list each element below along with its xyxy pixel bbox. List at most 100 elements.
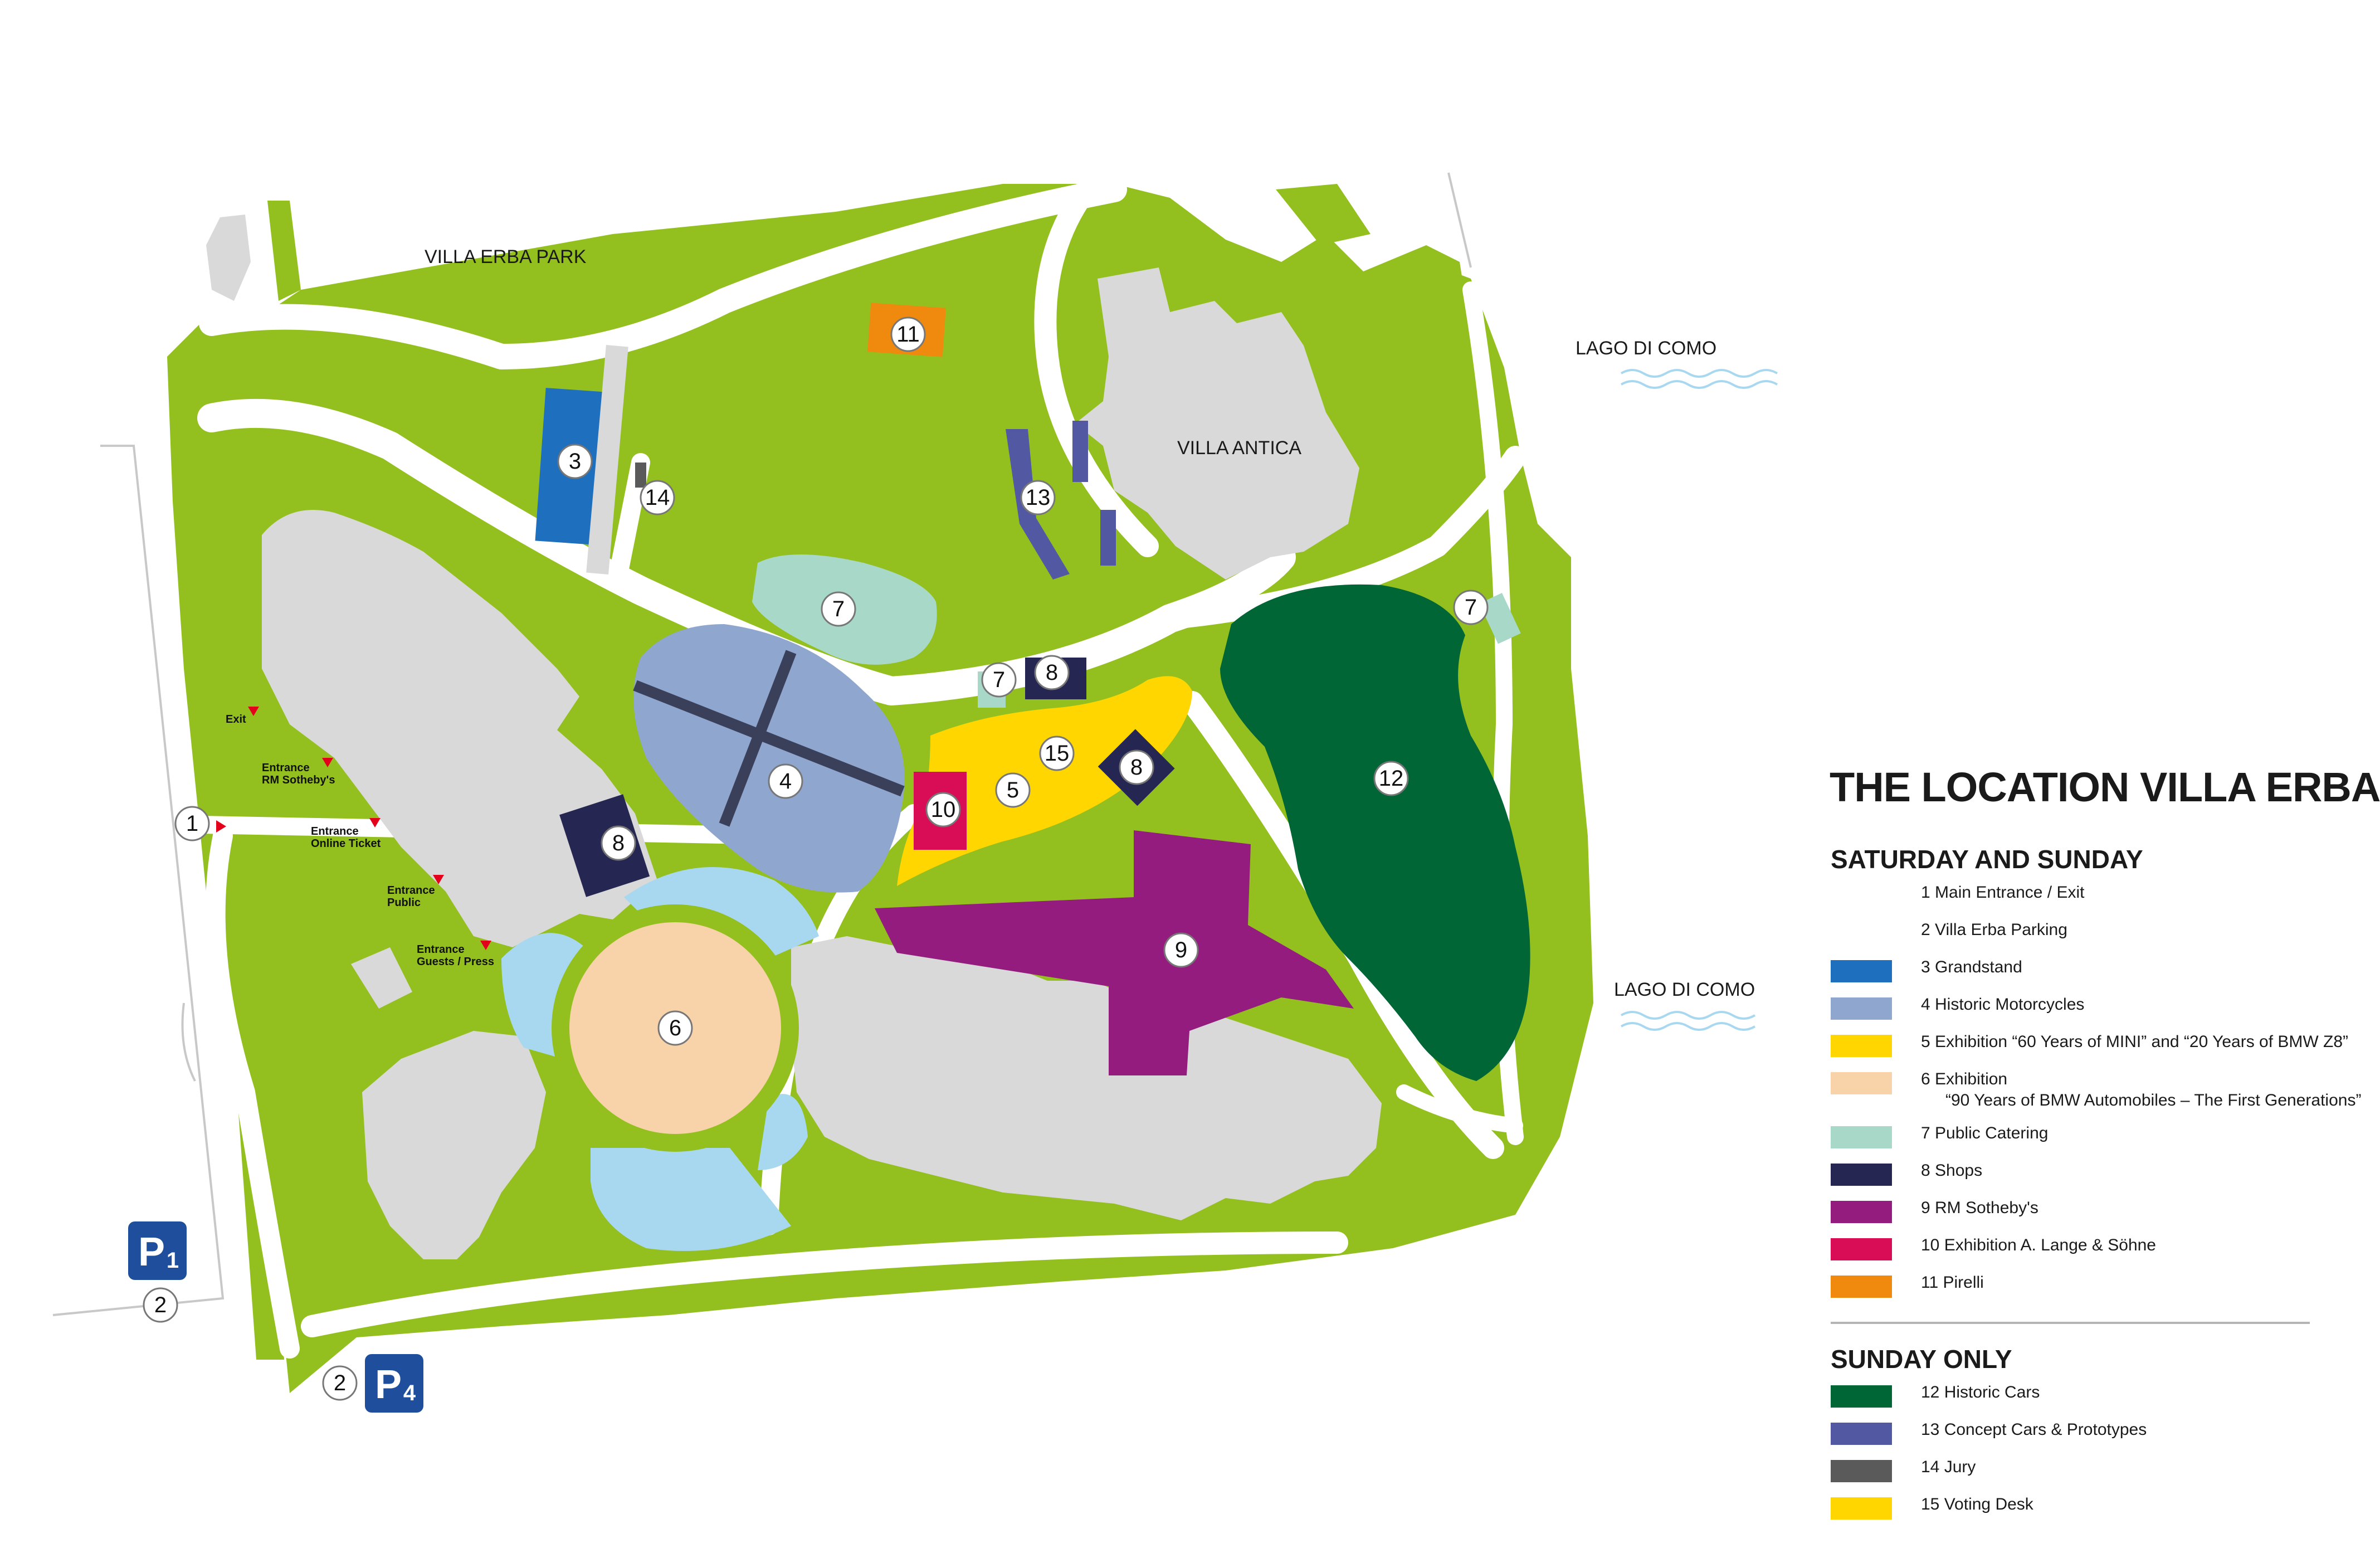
label-entrance-guests-2: Guests / Press	[417, 956, 494, 968]
park-left-strip	[184, 357, 284, 1360]
legend-item-text: 7 Public Catering	[1921, 1124, 2049, 1142]
marker-10: 10	[925, 792, 961, 827]
svg-text:2: 2	[154, 1293, 167, 1317]
legend-item: 1 Main Entrance / Exit	[1827, 882, 2318, 919]
label-lago-di-como-bottom: LAGO DI COMO	[1614, 979, 1755, 1000]
legend-item: 11 Pirelli	[1827, 1272, 2318, 1310]
legend-heading-saturday-sunday: SATURDAY AND SUNDAY	[1831, 845, 2143, 874]
legend-swatch	[1831, 1385, 1892, 1408]
legend-item-label: 13 Concept Cars & Prototypes	[1921, 1419, 2147, 1440]
venue-map: VILLA ERBA PARK VILLA ANTICA LAGO DI COM…	[0, 0, 1778, 1413]
legend-item: 7 Public Catering	[1827, 1123, 2318, 1160]
legend-item-label: 5 Exhibition “60 Years of MINI” and “20 …	[1921, 1031, 2348, 1053]
svg-text:3: 3	[569, 449, 581, 474]
entrance-arrows	[216, 707, 491, 950]
park-strip-top	[267, 201, 301, 301]
legend-item: 9 RM Sotheby's	[1827, 1197, 2318, 1235]
label-entrance-rm-1: Entrance	[262, 762, 310, 774]
legend-item-text: 2 Villa Erba Parking	[1921, 921, 2067, 939]
marker-2-p4: 2	[322, 1365, 358, 1401]
svg-text:2: 2	[334, 1371, 346, 1395]
legend-swatch	[1831, 960, 1892, 982]
legend-item: 3 Grandstand	[1827, 957, 2318, 994]
legend-item: 15 Voting Desk	[1827, 1494, 2318, 1531]
svg-text:1: 1	[186, 811, 198, 836]
zone-9-rm-sothebys	[875, 830, 1354, 1075]
markers: 1 2 2 3 4 5 6 7 7 7 8 8 8 9 10 11 12 13 …	[143, 317, 1489, 1401]
svg-text:12: 12	[1379, 766, 1404, 791]
parking-p4-sign: P 4 P4	[0, 0, 423, 1413]
legend-item-label: 6 Exhibition “90 Years of BMW Automobiles…	[1921, 1069, 2361, 1111]
water-areas	[501, 867, 819, 1251]
marker-8-north: 8	[1034, 655, 1070, 690]
legend-item-text: 13 Concept Cars & Prototypes	[1921, 1420, 2147, 1439]
legend-item: 4 Historic Motorcycles	[1827, 994, 2318, 1031]
legend-item: 13 Concept Cars & Prototypes	[1827, 1419, 2318, 1457]
marker-4: 4	[768, 763, 803, 799]
legend-swatch	[1831, 923, 1892, 945]
zone-4-cross-paths	[633, 650, 905, 827]
marker-7-small: 7	[981, 662, 1017, 698]
legend-item: 5 Exhibition “60 Years of MINI” and “20 …	[1827, 1031, 2348, 1069]
legend-swatch	[1831, 1164, 1892, 1186]
legend-swatch	[1831, 1276, 1892, 1298]
legend-swatch	[1831, 1201, 1892, 1223]
svg-text:9: 9	[1175, 938, 1187, 962]
legend-title: THE LOCATION VILLA ERBA	[1830, 764, 2380, 810]
legend-item-subtext: “90 Years of BMW Automobiles – The First…	[1945, 1091, 2362, 1109]
marker-8-west: 8	[601, 825, 636, 861]
legend-item-label: 11 Pirelli	[1921, 1272, 1984, 1293]
pool-ring-south	[591, 1148, 791, 1251]
legend-heading-sunday-only: SUNDAY ONLY	[1831, 1345, 2012, 1374]
zone-13-concept-cars-c	[1100, 510, 1116, 566]
marker-13: 13	[1020, 480, 1056, 515]
legend-item: 8 Shops	[1827, 1160, 2318, 1197]
legend-item-text: 14 Jury	[1921, 1458, 1976, 1476]
legend-item-text: 4 Historic Motorcycles	[1921, 995, 2085, 1014]
svg-text:8: 8	[1130, 755, 1143, 780]
marker-7-lake: 7	[1453, 590, 1489, 625]
label-entrance-rm-2: RM Sotheby's	[262, 774, 335, 786]
svg-text:P4: P4	[0, 0, 1, 1]
legend-item-label: 15 Voting Desk	[1921, 1494, 2033, 1515]
legend-item-label: 4 Historic Motorcycles	[1921, 994, 2084, 1015]
label-villa-antica: VILLA ANTICA	[1177, 437, 1301, 459]
legend-item: 14 Jury	[1827, 1457, 2318, 1494]
legend-item-label: 2 Villa Erba Parking	[1921, 919, 2067, 941]
legend-item-text: 1 Main Entrance / Exit	[1921, 883, 2085, 902]
svg-text:14: 14	[645, 485, 670, 510]
central-building-se	[791, 936, 1382, 1220]
marker-9: 9	[1163, 932, 1199, 968]
svg-text:7: 7	[993, 668, 1005, 692]
legend-item-text: 15 Voting Desk	[1921, 1495, 2033, 1513]
svg-text:P1: P1	[0, 0, 1, 1]
label-lago-di-como-top: LAGO DI COMO	[1576, 338, 1716, 359]
zone-13-concept-cars-b	[1072, 421, 1088, 482]
gate-building	[206, 215, 251, 301]
legend-item: 6 Exhibition “90 Years of BMW Automobiles…	[1827, 1069, 2361, 1123]
marker-5: 5	[995, 772, 1031, 808]
legend-item-text: 6 Exhibition	[1921, 1070, 2008, 1088]
marker-6: 6	[657, 1010, 693, 1046]
svg-text:8: 8	[1046, 660, 1058, 685]
svg-text:6: 6	[669, 1016, 681, 1040]
legend-item-label: 14 Jury	[1921, 1457, 1976, 1478]
legend-swatch	[1831, 1423, 1892, 1445]
legend-divider	[1831, 1322, 2310, 1324]
legend-item-label: 9 RM Sotheby's	[1921, 1197, 2038, 1219]
svg-text:7: 7	[832, 597, 845, 621]
parking-p1-sign: P 1 P1	[0, 0, 187, 1280]
legend-swatch	[1831, 1497, 1892, 1520]
label-entrance-public-2: Public	[387, 897, 421, 909]
legend-item-label: 12 Historic Cars	[1921, 1382, 2040, 1403]
legend-item-label: 7 Public Catering	[1921, 1123, 2048, 1144]
legend-item-text: 10 Exhibition A. Lange & Söhne	[1921, 1236, 2156, 1254]
zone-5-exhibition-mini	[897, 676, 1192, 886]
svg-text:5: 5	[1007, 778, 1019, 802]
legend-item-text: 9 RM Sotheby's	[1921, 1199, 2038, 1217]
lake-waves-icon	[1620, 369, 1778, 1031]
legend-item: 2 Villa Erba Parking	[1827, 919, 2318, 957]
marker-1: 1	[174, 806, 210, 841]
svg-text:8: 8	[612, 831, 625, 855]
legend-swatch	[1831, 1460, 1892, 1482]
